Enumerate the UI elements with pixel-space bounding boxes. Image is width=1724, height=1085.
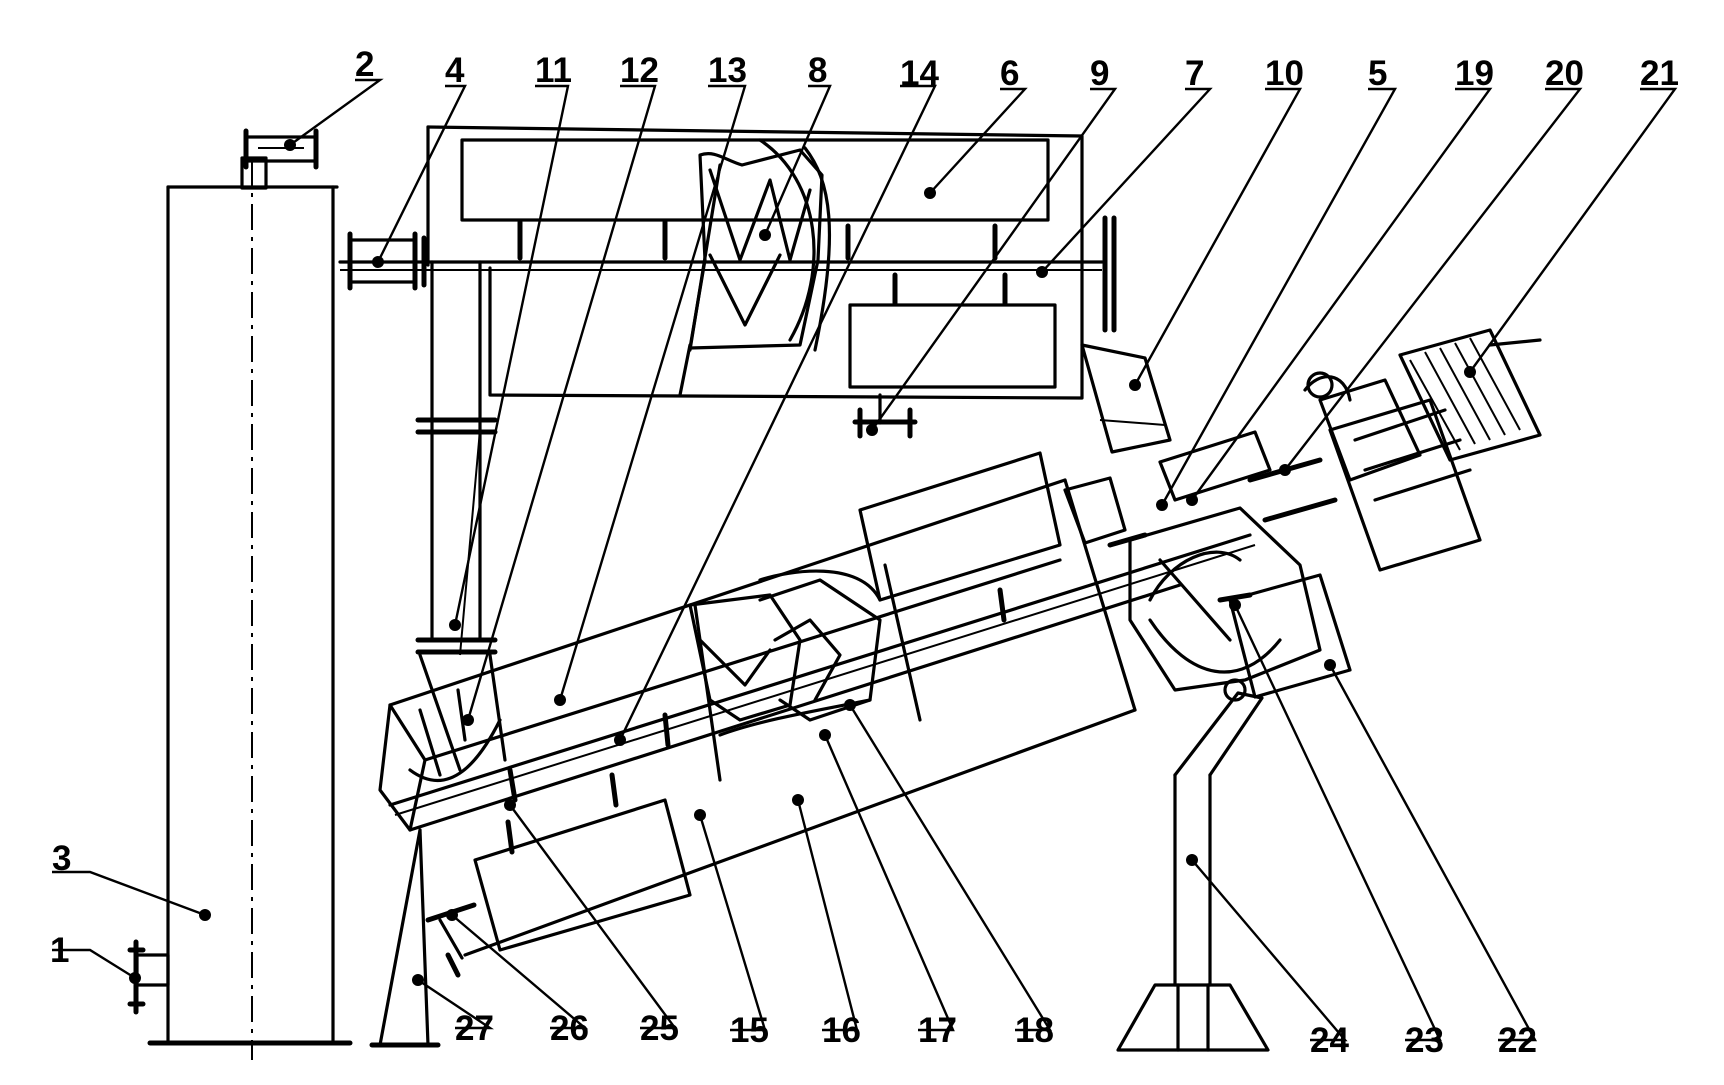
ref-label-16: 16 (822, 1011, 861, 1050)
callout-dot-9 (866, 424, 878, 436)
drive-motor (1247, 328, 1542, 572)
callout-dot-19 (1186, 494, 1198, 506)
leader-line-1 (52, 948, 136, 980)
ref-label-5: 5 (1368, 54, 1387, 93)
callout-dot-8 (759, 229, 771, 241)
ref-label-27: 27 (455, 1009, 494, 1048)
callout-dot-23 (1229, 599, 1241, 611)
leader-line-6 (929, 87, 1028, 194)
callout-dot-12 (462, 714, 474, 726)
ref-label-25: 25 (640, 1009, 679, 1048)
ref-label-26: 26 (550, 1009, 589, 1048)
leader-line-11 (453, 84, 570, 626)
leader-line-2 (289, 78, 384, 146)
leader-line-22 (1328, 664, 1538, 1042)
leader-line-13 (558, 84, 747, 701)
ref-label-12: 12 (620, 51, 659, 90)
ref-label-11: 11 (535, 51, 572, 90)
ref-label-10: 10 (1265, 54, 1304, 93)
connecting-pipe (347, 231, 507, 772)
callout-dot-11 (449, 619, 461, 631)
ref-label-7: 7 (1185, 54, 1204, 93)
ref-label-20: 20 (1545, 54, 1584, 93)
callout-dot-10 (1129, 379, 1141, 391)
ref-label-9: 9 (1090, 54, 1109, 93)
callout-dot-17 (819, 729, 831, 741)
leader-line-24 (1191, 859, 1348, 1042)
leader-line-14 (618, 84, 937, 741)
callout-dot-2 (284, 139, 296, 151)
callout-dot-22 (1324, 659, 1336, 671)
inclined-drum (378, 430, 1352, 978)
callout-dot-15 (694, 809, 706, 821)
ref-label-6: 6 (1000, 54, 1019, 93)
leader-line-5 (1160, 87, 1398, 506)
ref-label-21: 21 (1640, 54, 1679, 93)
ref-label-4: 4 (445, 51, 465, 90)
leader-line-9 (871, 87, 1118, 431)
callout-dot-6 (924, 187, 936, 199)
ref-label-15: 15 (730, 1011, 769, 1050)
ref-label-18: 18 (1015, 1011, 1054, 1050)
leader-line-12 (466, 84, 657, 721)
callout-dot-16 (792, 794, 804, 806)
vertical-tank (147, 160, 353, 1060)
leader-line-21 (1469, 87, 1678, 373)
callout-dot-13 (554, 694, 566, 706)
leader-line-25 (509, 804, 678, 1030)
callout-dot-4 (372, 256, 384, 268)
ref-label-24: 24 (1310, 1021, 1349, 1060)
tank-top-valve (240, 128, 319, 190)
callout-dot-3 (199, 909, 211, 921)
callout-dot-20 (1279, 464, 1291, 476)
ref-label-13: 13 (708, 51, 747, 90)
callout-dot-27 (412, 974, 424, 986)
leader-line-15 (698, 814, 767, 1032)
callout-dot-21 (1464, 366, 1476, 378)
front-leg (369, 828, 441, 1048)
ref-label-14: 14 (900, 54, 939, 93)
ref-label-2: 2 (355, 45, 374, 84)
leader-line-16 (796, 799, 859, 1032)
callout-dot-1 (129, 972, 141, 984)
ref-label-8: 8 (808, 51, 827, 90)
leader-line-8 (763, 84, 832, 236)
leader-line-23 (1233, 604, 1442, 1042)
ref-label-23: 23 (1405, 1021, 1444, 1060)
leader-line-17 (823, 734, 955, 1032)
leader-line-19 (1191, 87, 1493, 501)
reference-labels: 1 2 3 4 5 6 7 8 9 10 11 12 13 14 15 16 1… (50, 45, 1679, 1060)
callout-dot-25 (504, 799, 516, 811)
callout-dot-26 (446, 909, 458, 921)
ref-label-17: 17 (918, 1011, 957, 1050)
callout-dot-18 (844, 699, 856, 711)
callout-dot-7 (1036, 266, 1048, 278)
upper-vessel (338, 125, 1172, 454)
ref-label-22: 22 (1498, 1021, 1537, 1060)
callout-dot-24 (1186, 854, 1198, 866)
ref-label-3: 3 (52, 839, 71, 878)
ref-label-19: 19 (1455, 54, 1494, 93)
callout-leaders (52, 78, 1678, 1042)
leader-line-4 (376, 84, 467, 263)
callout-dot-14 (614, 734, 626, 746)
leader-line-26 (451, 914, 589, 1030)
leader-line-7 (1041, 87, 1213, 273)
leader-line-20 (1284, 87, 1583, 471)
support-stand (1116, 691, 1270, 1052)
callout-dot-5 (1156, 499, 1168, 511)
ref-label-1: 1 (50, 931, 69, 970)
leader-line-3 (52, 870, 206, 917)
leader-line-10 (1133, 87, 1303, 386)
leader-line-18 (848, 704, 1053, 1032)
leader-line-27 (417, 979, 494, 1030)
